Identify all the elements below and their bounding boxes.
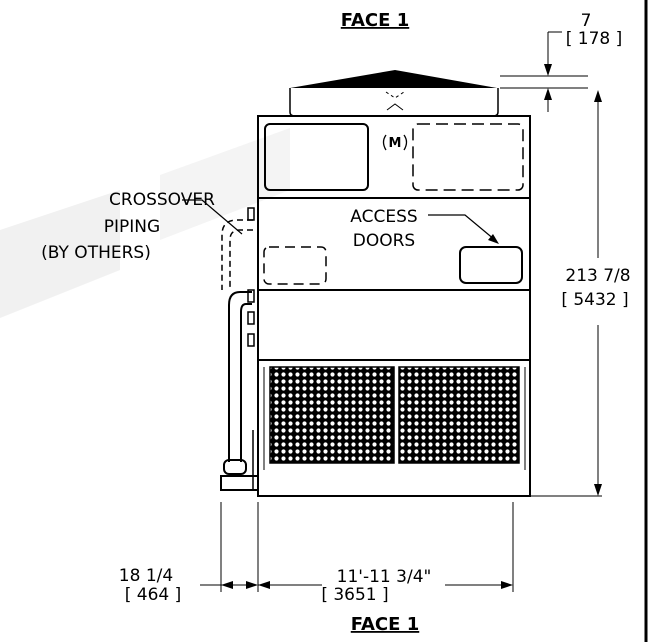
watermark-shape [0, 190, 120, 318]
svg-text:M: M [389, 136, 402, 151]
access-label-line1: ACCESS [350, 207, 417, 227]
access-door [459, 246, 523, 284]
access-door-dashed [263, 246, 327, 285]
access-leader [428, 214, 496, 241]
intake-louver-right [398, 366, 520, 464]
crossover-piping [220, 207, 259, 491]
dim-left-in: 18 1/4 [119, 566, 173, 586]
dim-top-mm: [ 178 ] [566, 29, 623, 49]
top-cap [289, 70, 499, 117]
dim-left-mm: [ 464 ] [125, 585, 182, 605]
crossover-leader [182, 199, 243, 235]
dim-width-in: 11'-11 3/4" [337, 567, 432, 587]
dim-height-in: 213 7/8 [565, 266, 630, 286]
dim-top-cap [500, 31, 588, 112]
dim-height-mm: [ 5432 ] [561, 290, 628, 310]
intake-louver-left [269, 366, 395, 464]
dim-width-mm: [ 3651 ] [321, 585, 388, 605]
access-label-line2: DOORS [353, 231, 415, 251]
upper-left-panel [264, 123, 369, 191]
unit-body [257, 115, 531, 497]
upper-right-panel [412, 123, 524, 191]
dim-top-in: 7 [581, 11, 592, 31]
crossover-label-line3: (BY OTHERS) [41, 243, 151, 263]
dim-bottom [200, 502, 514, 592]
footer-title: FACE 1 [351, 614, 419, 635]
crossover-label-line2: PIPING [104, 217, 160, 237]
header-title: FACE 1 [341, 10, 409, 31]
watermark-shape [160, 128, 290, 240]
crossover-label-line1: CROSSOVER [109, 190, 215, 210]
manufacturer-logo: M [382, 134, 408, 151]
dim-height [530, 90, 602, 497]
